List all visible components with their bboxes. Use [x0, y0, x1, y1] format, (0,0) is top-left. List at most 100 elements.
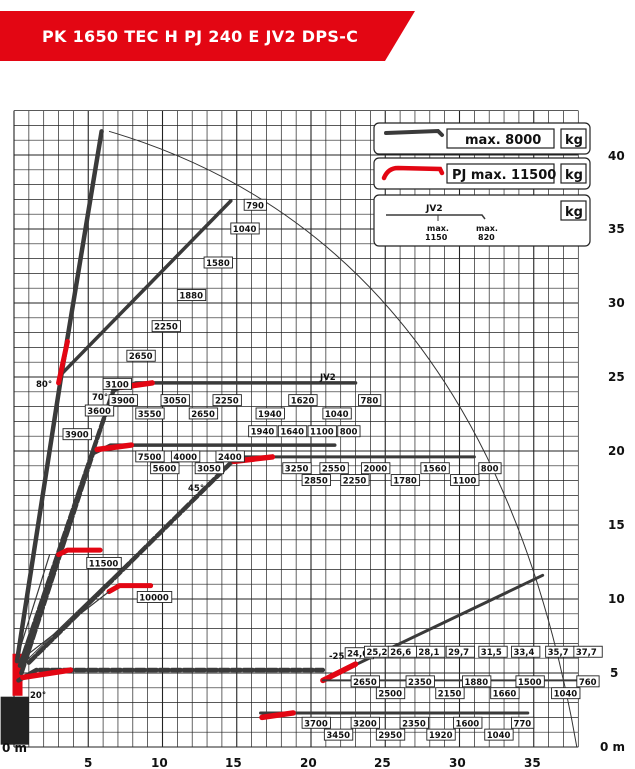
load-label-box: [150, 462, 180, 475]
load-label: 2250: [212, 394, 242, 407]
load-label-box: [194, 462, 225, 475]
legend-pj-unit-box: [560, 163, 587, 184]
load-label: 780: [358, 394, 382, 407]
y-tick-15: 15: [608, 518, 625, 532]
boom-45: [26, 462, 232, 665]
jv2-label: JV2: [319, 373, 336, 383]
load-label-text: 800: [340, 428, 358, 438]
boom-80-jib-red: [56, 338, 70, 386]
load-label: 2650: [350, 675, 380, 688]
y-tick-5: 5: [610, 666, 618, 680]
load-label-text: 1100: [453, 477, 477, 487]
load-label: 1640: [277, 425, 308, 438]
load-label-text: 2550: [322, 465, 346, 475]
load-label: 2250: [340, 474, 370, 487]
load-label: 1100: [450, 474, 480, 487]
page-title: PK 1650 TEC H PJ 240 E JV2 DPS-C: [42, 27, 359, 46]
x-tick-15: 15: [225, 756, 242, 769]
load-label-box: [399, 716, 429, 729]
load-label-box: [405, 675, 435, 688]
load-label: 2650: [126, 349, 156, 362]
load-label: 2650: [188, 407, 219, 420]
load-label-text: 760: [579, 678, 597, 688]
load-label-box: [307, 425, 337, 438]
load-label-box: [375, 728, 406, 741]
load-label: 11500: [86, 556, 122, 569]
boom-positions: [0, 129, 583, 745]
legend-jv-right-a: max.: [476, 224, 498, 233]
load-label: 1660: [490, 687, 520, 700]
load-label-box: [515, 675, 545, 688]
load-label-box: [478, 645, 508, 658]
load-label: 1920: [426, 728, 456, 741]
boom-mid: [19, 451, 95, 676]
load-label-text: 3050: [197, 465, 221, 475]
load-label: 1580: [203, 256, 233, 269]
load-label-box: [358, 394, 382, 407]
load-label: 2350: [399, 716, 429, 729]
load-label-text: 1640: [280, 428, 304, 438]
load-label-box: [478, 462, 502, 475]
load-label: 2350: [405, 675, 435, 688]
load-label-text: 24,0: [347, 650, 368, 660]
load-label-box: [243, 198, 267, 211]
load-label-text: 3900: [111, 397, 135, 407]
load-label: 2950: [375, 728, 406, 741]
load-label: 10000: [136, 591, 173, 603]
load-label-box: [435, 687, 465, 700]
y-tick-35: 35: [608, 222, 625, 236]
load-label-text: 4000: [173, 453, 197, 463]
load-label: 5600: [150, 462, 180, 475]
boom-neg25: [321, 573, 545, 682]
load-label-text: 3900: [65, 431, 89, 441]
load-label: 37,7: [573, 645, 603, 658]
legend-jv-unit: kg: [565, 205, 583, 220]
load-label-box: [576, 675, 600, 688]
load-label-text: 2000: [363, 465, 387, 475]
load-label: 800: [337, 425, 361, 438]
load-label-box: [277, 425, 308, 438]
angle-80: 80°: [36, 380, 52, 390]
load-label-text: 780: [361, 397, 379, 407]
load-label-text: 37,7: [576, 648, 597, 658]
load-label: 3100: [102, 377, 132, 390]
load-label-box: [337, 425, 361, 438]
x-tick-30: 30: [449, 756, 466, 769]
y-tick-30: 30: [608, 296, 625, 310]
load-label-text: 7500: [138, 453, 162, 463]
boom-20-red: [20, 667, 74, 681]
load-label-box: [301, 716, 331, 729]
load-label-text: 800: [481, 465, 499, 475]
load-label: 29,7: [445, 645, 475, 658]
angle-minus-25: -25°: [329, 652, 349, 662]
load-label-text: 3050: [163, 397, 187, 407]
x-tick-35: 35: [524, 756, 541, 769]
boom-45-lower: [28, 463, 230, 659]
load-label-text: 1620: [291, 397, 315, 407]
axis-ticks: 0 m 5 10 15 20 25 30 35 0 m 5 10 15 20 2…: [2, 149, 625, 769]
load-label: 4000: [170, 450, 201, 463]
load-label-text: 1940: [251, 428, 275, 438]
legend-jv-box: [373, 194, 591, 247]
load-label: 2000: [361, 462, 391, 475]
load-label-text: 2850: [304, 477, 328, 487]
crane-base: [0, 696, 29, 745]
load-label-box: [255, 407, 285, 420]
load-label: 3900: [62, 428, 92, 441]
legend-pj-label: PJ max. 11500: [452, 168, 556, 183]
load-label-box: [350, 716, 380, 729]
load-label: 1940: [255, 407, 285, 420]
load-label-text: 1660: [493, 690, 517, 700]
y-tick-10: 10: [608, 592, 625, 606]
boom-low2-red: [259, 710, 296, 721]
load-label-box: [450, 474, 480, 487]
load-label-box: [573, 645, 603, 658]
load-label-text: 1580: [206, 259, 230, 269]
load-label-box: [151, 320, 181, 333]
load-label: 1500: [515, 675, 545, 688]
load-label: 3050: [194, 462, 225, 475]
load-label-text: 3450: [326, 731, 350, 741]
load-label: 3550: [135, 407, 165, 420]
load-label: 770: [511, 716, 535, 729]
